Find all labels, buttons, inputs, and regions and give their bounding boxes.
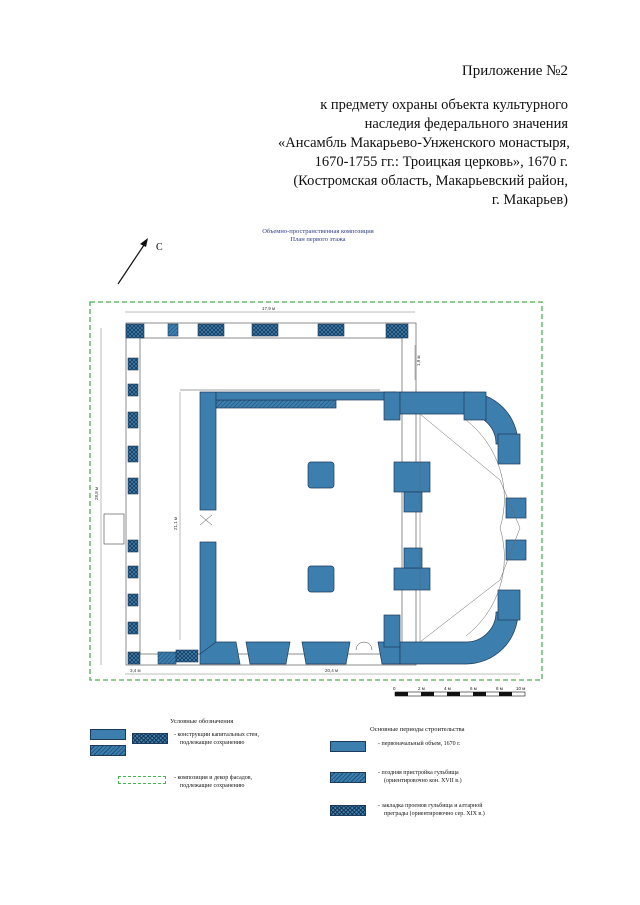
subject-line: 1670-1755 гг.: Троицкая церковь», 1670 г… xyxy=(314,154,568,170)
dimension-lines xyxy=(100,311,520,675)
legend-right-item: - поздняя пристройка гульбища (ориентиро… xyxy=(378,770,462,784)
dim-inner-height: 21,1 м xyxy=(173,517,178,530)
legend-text: поздняя пристройка гульбища xyxy=(381,770,459,776)
legend-text: подлежащие сохранению xyxy=(180,739,245,746)
church-walls xyxy=(199,391,527,665)
legend-swatch-solid xyxy=(90,729,126,740)
facade-boundary xyxy=(89,301,543,681)
scale-tick: 6 м xyxy=(470,686,477,691)
legend-swatch-cross xyxy=(132,733,168,744)
legend-text: подлежащие сохранению xyxy=(180,782,245,789)
subject-line: г. Макарьев) xyxy=(491,192,568,208)
plan-title-line: Объемно-пространственная композиция xyxy=(262,228,374,235)
legend-right-item: - закладка проемов гульбища и алтарной п… xyxy=(378,803,485,817)
dim-left-height: 28,8 м xyxy=(94,487,99,500)
scale-tick: 8 м xyxy=(496,686,503,691)
subject-line: к предмету охраны объекта культурного xyxy=(320,97,568,113)
legend-text: (ориентировочно кон. XVII в.) xyxy=(384,777,462,784)
apse-outline xyxy=(419,413,521,643)
scale-tick: 4 м xyxy=(444,686,451,691)
legend-swatch-period-1670 xyxy=(330,741,366,752)
legend-right-heading: Основные периоды строительства xyxy=(370,726,465,733)
legend-swatch-dashed xyxy=(118,776,166,784)
subject-line: (Костромская область, Макарьевский район… xyxy=(293,173,568,189)
legend-text: преграды (ориентировочно сер. XIX в.) xyxy=(384,810,485,817)
scale-bar xyxy=(394,691,526,697)
north-arrow-icon: С xyxy=(117,238,163,285)
legend-left-item: - композиция и декор фасадов, подлежащие… xyxy=(174,775,253,789)
gallery-piers-left xyxy=(127,357,199,665)
legend-right-item: - первоначальный объем, 1670 г. xyxy=(378,741,461,747)
legend-text: первоначальный объем, 1670 г. xyxy=(381,741,461,747)
dim-bottom-left: 3,4 м xyxy=(130,668,141,673)
dim-top-width: 17,9 м xyxy=(262,306,275,311)
scale-tick: 10 м xyxy=(516,686,525,691)
dim-bottom-main: 20,4 м xyxy=(325,668,338,673)
plan-title: Объемно-пространственная композиция План… xyxy=(228,228,408,244)
gallery-outline xyxy=(103,322,417,666)
legend-left-heading: Условные обозначения xyxy=(170,718,234,725)
legend-text: закладка проемов гульбища и алтарной xyxy=(381,803,483,809)
gallery-piers-top xyxy=(125,323,409,339)
scale-tick: 2 м xyxy=(418,686,425,691)
legend-swatch-hatch xyxy=(90,745,126,756)
legend-text: конструкции капитальных стен, xyxy=(177,732,260,738)
legend-swatch-period-19c xyxy=(330,805,366,816)
legend-swatch-period-17c xyxy=(330,772,366,783)
subject-line: наследия федерального значения xyxy=(364,116,568,132)
compass-letter: С xyxy=(156,242,163,253)
dim-right-small: 1,9 м xyxy=(416,355,421,366)
legend-text: композиция и декор фасадов, xyxy=(177,775,253,781)
subject-line: «Ансамбль Макарьево-Унженского монастыря… xyxy=(278,135,570,151)
subject-block: к предмету охраны объекта культурного на… xyxy=(278,96,570,210)
appendix-title: Приложение №2 xyxy=(461,63,568,79)
door-symbols xyxy=(199,514,373,651)
legend-left-item: - конструкции капитальных стен, подлежащ… xyxy=(174,732,260,746)
plan-title-line: План первого этажа xyxy=(290,236,346,243)
scale-tick: 0 xyxy=(393,686,396,691)
